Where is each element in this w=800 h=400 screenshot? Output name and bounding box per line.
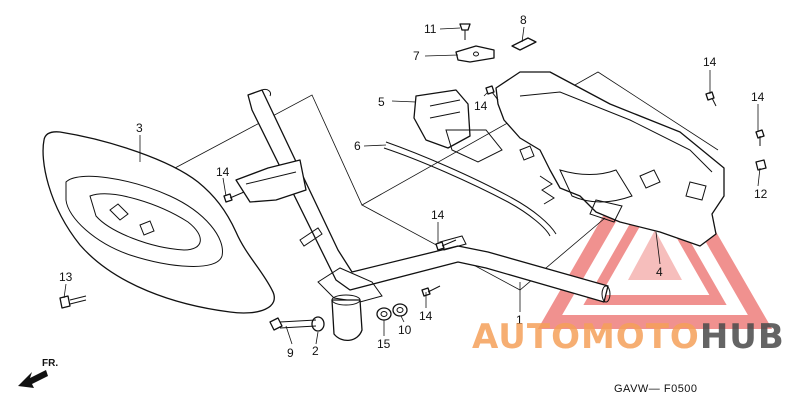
screw-part-13 [59, 295, 87, 309]
callout-1: 1 [516, 313, 523, 327]
watermark-logo: AUTOMOTOHUB [472, 317, 785, 357]
left-bracket-part [235, 159, 307, 203]
watermark-text-1: AUTOMOTO [472, 317, 700, 357]
rear-cover-part [495, 71, 725, 247]
callout-14-e: 14 [431, 208, 445, 222]
callout-15: 15 [377, 337, 391, 351]
screw-12 [755, 159, 767, 171]
clip-part-8 [511, 37, 537, 51]
callout-14-f: 14 [419, 309, 433, 323]
callout-13: 13 [59, 270, 73, 284]
direction-label: FR. [42, 358, 58, 369]
callout-11: 11 [424, 22, 437, 36]
screw-14-b [705, 91, 717, 107]
bolt-part [269, 317, 317, 331]
screw-part-11 [459, 23, 471, 40]
callout-4: 4 [656, 265, 663, 279]
screw-14-d [223, 191, 245, 203]
screw-14-c [755, 129, 765, 146]
plate-part-7 [455, 45, 495, 63]
callout-labels: 11 8 7 5 14 6 3 14 14 12 14 14 14 13 9 2… [59, 13, 768, 360]
callout-12: 12 [754, 187, 768, 201]
switch-housing-part [413, 89, 503, 163]
callout-5: 5 [378, 95, 385, 109]
wire-harness-part [383, 141, 557, 237]
diagram-code: GAVW— F0500 [614, 383, 698, 395]
front-direction-arrow: FR. [18, 358, 58, 388]
svg-text:AUTOMOTOHUB: AUTOMOTOHUB [472, 317, 785, 357]
callout-10: 10 [398, 323, 412, 337]
callout-14-a: 14 [474, 99, 488, 113]
nut-part [376, 307, 392, 321]
callout-14-d: 14 [216, 165, 230, 179]
callout-14-c: 14 [751, 90, 765, 104]
watermark-text-2: HUB [700, 317, 785, 357]
callout-7: 7 [413, 49, 420, 63]
callout-8: 8 [520, 13, 527, 27]
stem-collar-part [311, 294, 363, 341]
screw-14-e [435, 239, 457, 251]
washer-part [392, 303, 408, 317]
callout-3: 3 [136, 121, 143, 135]
callout-14-b: 14 [703, 55, 717, 69]
callout-9: 9 [287, 346, 294, 360]
front-cover-part [42, 131, 275, 314]
leader-lines [63, 26, 761, 345]
screw-14-f [421, 285, 441, 297]
callout-6: 6 [354, 139, 361, 153]
handlebar-pipe-part [247, 89, 611, 303]
callout-2: 2 [312, 344, 319, 358]
